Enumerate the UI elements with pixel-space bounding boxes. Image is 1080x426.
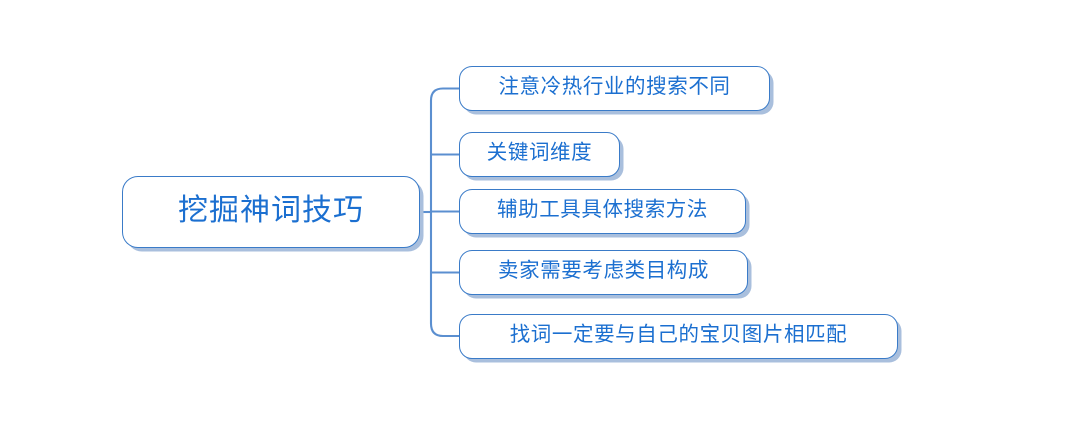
branch-node-5[interactable]: 找词一定要与自己的宝贝图片相匹配 [459,314,898,359]
branch-node-4-label: 卖家需要考虑类目构成 [498,260,709,283]
connector-trunk [429,87,459,338]
branch-node-5-label: 找词一定要与自己的宝贝图片相匹配 [509,324,848,347]
root-node-label: 挖掘神词技巧 [178,194,364,227]
branch-node-1[interactable]: 注意冷热行业的搜索不同 [459,66,770,111]
branch-node-2[interactable]: 关键词维度 [459,132,620,177]
branch-node-4[interactable]: 卖家需要考虑类目构成 [459,250,748,295]
branch-node-1-label: 注意冷热行业的搜索不同 [498,76,731,99]
branch-node-3[interactable]: 辅助工具具体搜索方法 [459,189,746,234]
branch-node-2-label: 关键词维度 [486,142,593,165]
branch-node-3-label: 辅助工具具体搜索方法 [497,199,708,222]
root-node[interactable]: 挖掘神词技巧 [122,176,420,248]
